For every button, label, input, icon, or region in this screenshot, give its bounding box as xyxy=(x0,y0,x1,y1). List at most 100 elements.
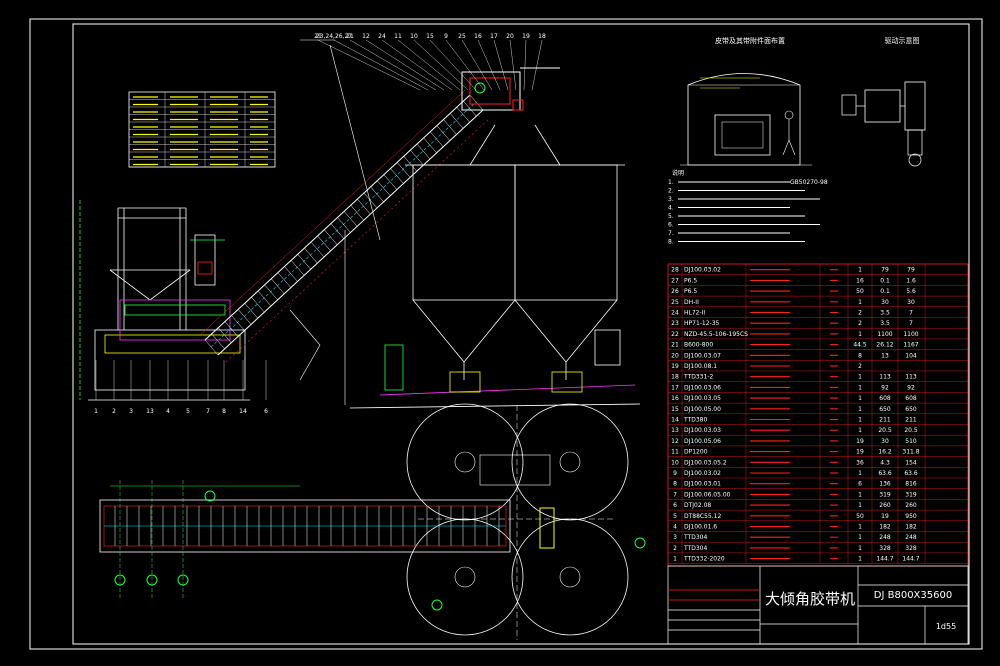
parts-cell-qty: 1 xyxy=(858,417,862,424)
parts-cell-code: DJ100.03.06 xyxy=(684,384,721,391)
parts-cell-code: DJ100.03.02 xyxy=(684,267,721,274)
parts-cell-unit: 30 xyxy=(881,438,889,445)
parts-cell-unit: 3.5 xyxy=(880,310,890,317)
parts-cell-unit: 182 xyxy=(879,524,891,531)
callout-label: 25 xyxy=(458,33,466,40)
parts-cell-code: DJ100.03.07 xyxy=(684,352,721,359)
spec-table xyxy=(128,91,276,168)
parts-cell-qty: 1 xyxy=(858,331,862,338)
callout-label: 3 xyxy=(129,408,133,415)
parts-cell-unit: 63.6 xyxy=(878,470,892,477)
parts-cell-unit: 30 xyxy=(881,299,889,306)
parts-cell-no: 5 xyxy=(673,513,677,520)
parts-cell-no: 20 xyxy=(671,352,679,359)
parts-cell-code: TTD380 xyxy=(683,417,707,424)
parts-cell-code: DJ100.03.05 xyxy=(684,395,721,402)
parts-cell-total: 650 xyxy=(905,406,917,413)
parts-cell-code: TTD332-2020 xyxy=(683,556,725,563)
parts-cell-unit: 0.1 xyxy=(880,288,890,295)
parts-cell-unit: 136 xyxy=(879,481,891,488)
parts-cell-total: 950 xyxy=(905,513,917,520)
callout-label: 5 xyxy=(186,408,190,415)
parts-cell-total: 510 xyxy=(905,438,917,445)
parts-cell-unit: 113 xyxy=(879,374,891,381)
parts-cell-qty: 1 xyxy=(858,395,862,402)
callout-label: 7 xyxy=(206,408,210,415)
parts-cell-no: 9 xyxy=(673,470,677,477)
parts-cell-code: DJ100.05.06 xyxy=(684,438,721,445)
inclined-conveyor xyxy=(199,39,560,405)
parts-cell-unit: 4.3 xyxy=(880,459,890,466)
left-elevation xyxy=(79,200,250,401)
parts-cell-qty: 1 xyxy=(858,545,862,552)
parts-cell-no: 3 xyxy=(673,534,677,541)
parts-cell-code: DTJ02.08 xyxy=(684,502,711,509)
parts-cell-no: 2 xyxy=(673,545,677,552)
parts-cell-code: TTD331-2 xyxy=(683,374,713,381)
callout-label: 2 xyxy=(112,408,116,415)
parts-cell-qty: 19 xyxy=(856,449,864,456)
parts-cell-code: P6.5 xyxy=(684,277,697,284)
callout-label: 11 xyxy=(394,33,402,40)
parts-cell-code: DJ100.01.6 xyxy=(684,524,717,531)
title-block xyxy=(667,565,969,645)
parts-cell-unit: 16.2 xyxy=(878,449,892,456)
parts-cell-total: 154 xyxy=(905,459,917,466)
callout-label: 4 xyxy=(166,408,170,415)
parts-cell-unit: 319 xyxy=(879,491,891,498)
parts-cell-total: 319 xyxy=(905,491,917,498)
note-item: 3. xyxy=(668,196,674,203)
parts-cell-qty: 1 xyxy=(858,406,862,413)
parts-cell-code: HP71-12-35 xyxy=(684,320,720,327)
parts-cell-no: 11 xyxy=(671,449,679,456)
parts-cell-no: 28 xyxy=(671,267,679,274)
callout-label: 8 xyxy=(222,408,226,415)
parts-cell-total: 328 xyxy=(905,545,917,552)
parts-cell-no: 8 xyxy=(673,481,677,488)
parts-cell-total: 30 xyxy=(907,299,915,306)
parts-cell-qty: 1 xyxy=(858,267,862,274)
callout-label: 1 xyxy=(94,408,98,415)
parts-cell-unit: 260 xyxy=(879,502,891,509)
outer-border xyxy=(29,18,983,650)
parts-cell-unit: 248 xyxy=(879,534,891,541)
parts-cell-unit: 13 xyxy=(881,352,889,359)
parts-cell-code: DH-II xyxy=(684,299,699,306)
callout-label: 6 xyxy=(264,408,268,415)
parts-cell-no: 19 xyxy=(671,363,679,370)
parts-cell-qty: 2 xyxy=(858,310,862,317)
note-item: 4. xyxy=(668,205,674,212)
drawing-number: 1d55 xyxy=(936,622,956,631)
callout-label: 21 xyxy=(314,33,322,40)
parts-cell-qty: 44.5 xyxy=(853,342,867,349)
parts-cell-qty: 36 xyxy=(856,459,864,466)
parts-cell-unit: 0.1 xyxy=(880,277,890,284)
parts-cell-qty: 1 xyxy=(858,427,862,434)
notes-heading: 说明 xyxy=(672,169,684,177)
parts-cell-unit: 3.5 xyxy=(880,320,890,327)
note-item: 8. xyxy=(668,239,674,246)
parts-cell-unit: 144.7 xyxy=(876,556,893,563)
parts-cell-code: DJ100.08.1 xyxy=(684,363,717,370)
parts-cell-unit: 1100 xyxy=(877,331,892,338)
callout-label: 23,24,26,27 xyxy=(316,33,352,40)
parts-cell-code: DJ100.03.03 xyxy=(684,427,721,434)
parts-cell-code: DT88C55.12 xyxy=(684,513,721,520)
silos xyxy=(349,124,641,409)
parts-cell-no: 21 xyxy=(671,342,679,349)
parts-cell-total: 248 xyxy=(905,534,917,541)
parts-cell-qty: 1 xyxy=(858,374,862,381)
parts-cell-code: P6.5 xyxy=(684,288,697,295)
parts-cell-no: 16 xyxy=(671,395,679,402)
parts-cell-qty: 8 xyxy=(858,352,862,359)
plan-view xyxy=(99,403,646,640)
parts-cell-code: DP1200 xyxy=(684,449,708,456)
parts-cell-unit: 650 xyxy=(879,406,891,413)
parts-cell-no: 25 xyxy=(671,299,679,306)
inner-border xyxy=(72,23,970,645)
parts-cell-code: DJ100.06.05.00 xyxy=(684,491,731,498)
parts-cell-qty: 19 xyxy=(856,438,864,445)
callout-label: 20 xyxy=(506,33,514,40)
parts-cell-unit: 328 xyxy=(879,545,891,552)
